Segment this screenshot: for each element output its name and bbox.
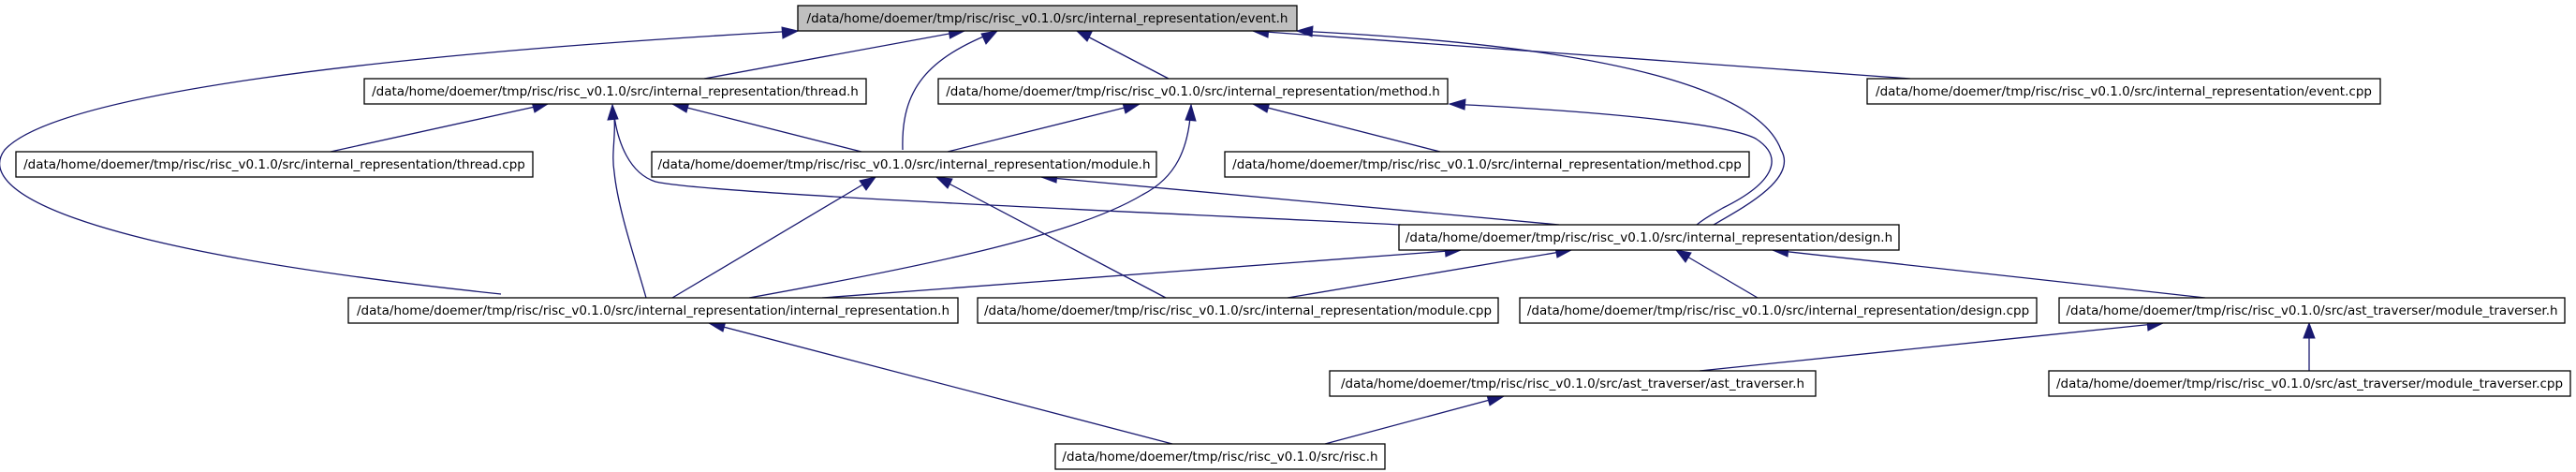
node-thread-h[interactable]: /data/home/doemer/tmp/risc/risc_v0.1.0/s…: [363, 78, 867, 105]
edge-design-h-to-event-h: [1295, 25, 1785, 226]
edge-internal-h-to-event-h: [0, 26, 800, 295]
edge-event-cpp-to-event-h: [1251, 26, 1911, 80]
edge-ast-traverser-h-to-module-traverser-h: [1699, 319, 2165, 372]
edge-design-cpp-to-design-h: [1674, 249, 1759, 299]
node-label: /data/home/doemer/tmp/risc/risc_v0.1.0/s…: [1062, 450, 1377, 465]
edge-internal-h-to-design-h: [821, 245, 1463, 299]
edge-module-cpp-to-design-h: [1287, 246, 1573, 299]
edge-method-cpp-to-method-h: [1251, 101, 1441, 153]
edge-risc-h-to-internal-h: [707, 320, 1173, 445]
edges: [0, 25, 2316, 445]
edge-method-h-to-event-h: [1075, 30, 1170, 80]
node-thread-cpp[interactable]: /data/home/doemer/tmp/risc/risc_v0.1.0/s…: [15, 151, 534, 178]
node-label: /data/home/doemer/tmp/risc/risc_v0.1.0/s…: [946, 84, 1440, 99]
edge-design-h-to-thread-h: [613, 115, 1402, 226]
node-label: /data/home/doemer/tmp/risc/risc_v0.1.0/s…: [2056, 376, 2563, 391]
edge-design-h-to-module-h: [1039, 171, 1560, 226]
node-label: /data/home/doemer/tmp/risc/risc_v0.1.0/s…: [357, 303, 949, 318]
edge-module-h-to-method-h: [947, 102, 1141, 153]
node-event-cpp[interactable]: /data/home/doemer/tmp/risc/risc_v0.1.0/s…: [1866, 78, 2381, 105]
node-label: /data/home/doemer/tmp/risc/risc_v0.1.0/s…: [984, 303, 1492, 318]
node-label: /data/home/doemer/tmp/risc/risc_v0.1.0/s…: [23, 157, 525, 172]
node-internal-representation-h[interactable]: /data/home/doemer/tmp/risc/risc_v0.1.0/s…: [347, 297, 959, 324]
node-label: /data/home/doemer/tmp/risc/risc_v0.1.0/s…: [1527, 303, 2029, 318]
edge-module-h-to-thread-h: [670, 101, 862, 153]
edge-design-h-to-method-h: [1448, 98, 1773, 226]
node-risc-h[interactable]: /data/home/doemer/tmp/risc/risc_v0.1.0/s…: [1054, 443, 1386, 470]
edge-thread-h-to-event-h: [703, 26, 966, 80]
node-label: /data/home/doemer/tmp/risc/risc_v0.1.0/s…: [372, 84, 859, 99]
edge-module-h-to-event-h: [902, 30, 999, 151]
node-module-traverser-h[interactable]: /data/home/doemer/tmp/risc/risc_v0.1.0/s…: [2058, 297, 2566, 324]
node-label: /data/home/doemer/tmp/risc/risc_v0.1.0/s…: [807, 11, 1288, 26]
edge-internal-h-to-method-h: [748, 103, 1197, 299]
edge-module-traverser-h-to-design-h: [1771, 245, 2206, 299]
edge-internal-h-to-thread-h: [607, 103, 647, 299]
node-design-h[interactable]: /data/home/doemer/tmp/risc/risc_v0.1.0/s…: [1398, 224, 1900, 251]
edge-internal-h-to-module-h: [671, 176, 877, 299]
node-module-h[interactable]: /data/home/doemer/tmp/risc/risc_v0.1.0/s…: [651, 151, 1157, 178]
node-label: /data/home/doemer/tmp/risc/risc_v0.1.0/s…: [1341, 376, 1804, 391]
edge-thread-cpp-to-thread-h: [330, 101, 550, 153]
node-module-traverser-cpp[interactable]: /data/home/doemer/tmp/risc/risc_v0.1.0/s…: [2048, 370, 2571, 397]
node-label: /data/home/doemer/tmp/risc/risc_v0.1.0/s…: [2066, 303, 2557, 318]
node-ast-traverser-h[interactable]: /data/home/doemer/tmp/risc/risc_v0.1.0/s…: [1329, 370, 1817, 397]
node-label: /data/home/doemer/tmp/risc/risc_v0.1.0/s…: [1406, 230, 1892, 245]
node-label: /data/home/doemer/tmp/risc/risc_v0.1.0/s…: [1876, 84, 2372, 99]
node-method-h[interactable]: /data/home/doemer/tmp/risc/risc_v0.1.0/s…: [937, 78, 1449, 105]
edge-module-cpp-to-module-h: [935, 176, 1167, 299]
node-design-cpp[interactable]: /data/home/doemer/tmp/risc/risc_v0.1.0/s…: [1519, 297, 2038, 324]
node-module-cpp[interactable]: /data/home/doemer/tmp/risc/risc_v0.1.0/s…: [977, 297, 1499, 324]
node-label: /data/home/doemer/tmp/risc/risc_v0.1.0/s…: [657, 157, 1150, 172]
node-method-cpp[interactable]: /data/home/doemer/tmp/risc/risc_v0.1.0/s…: [1224, 151, 1750, 178]
nodes: /data/home/doemer/tmp/risc/risc_v0.1.0/s…: [15, 5, 2571, 470]
edge-module-traverser-cpp-to-module-traverser-h: [2303, 321, 2316, 371]
edge-risc-h-to-ast-traverser-h: [1324, 394, 1506, 445]
node-label: /data/home/doemer/tmp/risc/risc_v0.1.0/s…: [1232, 157, 1742, 172]
node-event-h[interactable]: /data/home/doemer/tmp/risc/risc_v0.1.0/s…: [797, 5, 1298, 32]
